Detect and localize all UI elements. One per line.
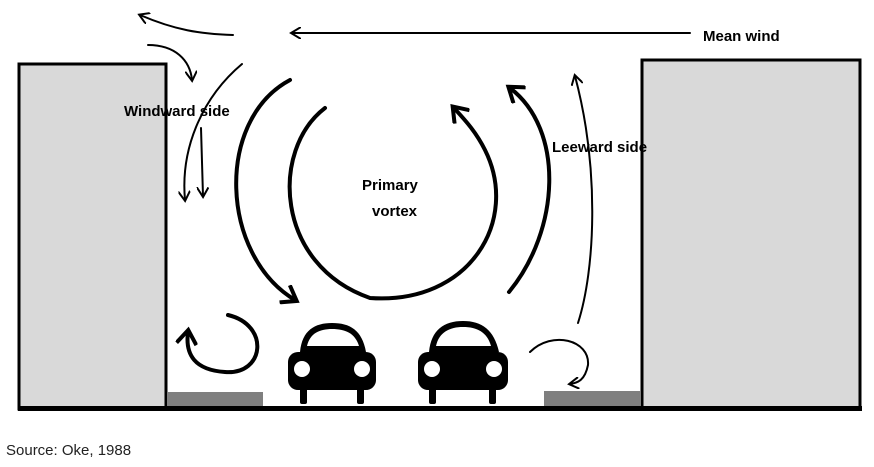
windward-side-arrow	[201, 127, 203, 196]
mean-wind-label: Mean wind	[703, 28, 780, 45]
windward-pavement	[168, 392, 263, 406]
top-left-swirl-arrow	[140, 15, 234, 36]
ground-line	[18, 406, 862, 411]
leeward-side-label: Leeward side	[552, 139, 647, 156]
leeward-up-arrow	[575, 76, 594, 324]
windward-down-arrow	[184, 63, 243, 200]
right-vortex-arrow	[509, 88, 552, 294]
inner-vortex-loop-arrow	[287, 108, 499, 301]
outer-vortex-arrow	[234, 78, 295, 300]
windward-top-curl-arrow	[147, 44, 192, 80]
left-ground-eddy-arrow	[187, 313, 260, 375]
car-left	[288, 323, 376, 404]
windward-building	[17, 62, 168, 411]
right-ground-eddy-arrow	[529, 338, 590, 384]
windward-side-label: Windward side	[124, 103, 230, 120]
primary-vortex-label-1: Primary	[362, 177, 419, 194]
primary-vortex-label-2: vortex	[372, 203, 418, 220]
leeward-pavement	[544, 391, 641, 406]
source-caption: Source: Oke, 1988	[6, 442, 131, 459]
leeward-building	[640, 58, 862, 411]
car-right	[418, 321, 508, 404]
